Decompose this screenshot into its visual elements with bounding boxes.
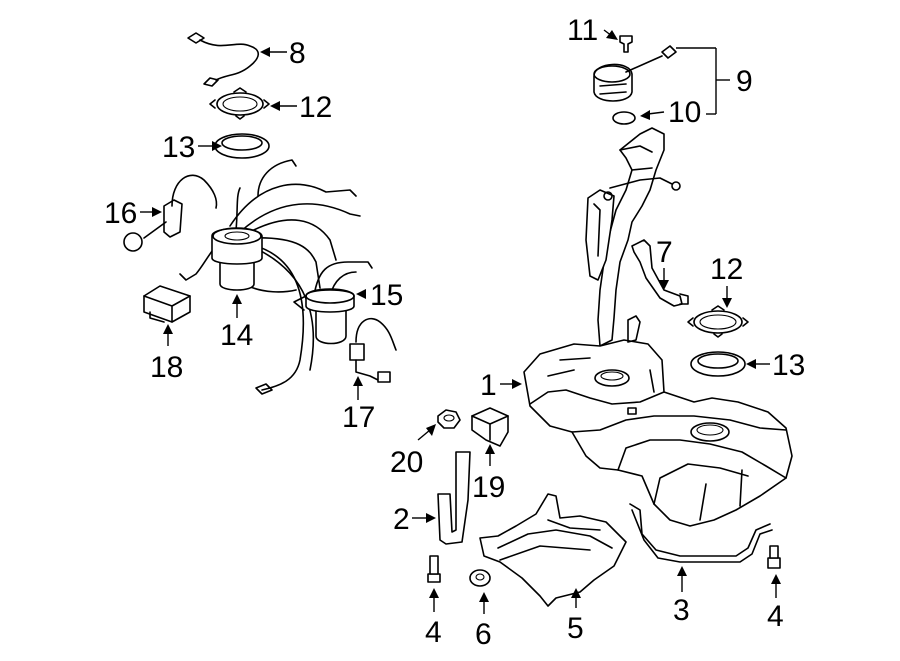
part-5-heat-shield [479, 493, 627, 607]
callout-14: 14 [220, 319, 253, 352]
part-10-o-ring [612, 111, 636, 125]
part-9-filler-cap [593, 45, 677, 102]
callout-16: 16 [104, 197, 137, 230]
callout-9: 9 [736, 65, 753, 98]
part-11-fastener [619, 35, 633, 53]
part-18-control-module [143, 285, 191, 323]
part-14-fuel-pump-module [179, 159, 361, 395]
part-3-strap [629, 503, 773, 563]
part-7-vent-hose [631, 239, 689, 307]
callout-20: 20 [390, 446, 423, 479]
part-2-strap [437, 451, 471, 545]
leader-lines [140, 29, 781, 614]
callout-3: 3 [673, 594, 690, 627]
part-16-sensor [123, 174, 218, 252]
part-20-nut [437, 409, 461, 429]
callout-12-right: 12 [710, 253, 743, 286]
part-13-seal-right [690, 351, 746, 377]
callout-18: 18 [150, 351, 183, 384]
callout-19: 19 [472, 471, 505, 504]
callout-7: 7 [656, 236, 673, 269]
callout-6: 6 [475, 618, 492, 651]
callout-13-upper: 13 [162, 131, 195, 164]
part-4-bolt-left [427, 555, 441, 583]
callout-2: 2 [393, 503, 410, 536]
part-4-bolt-right [767, 545, 781, 569]
callout-1: 1 [480, 369, 497, 402]
callout-4-right: 4 [767, 600, 784, 633]
part-13-seal-upper [214, 133, 270, 159]
part-15-transfer-pump [293, 261, 373, 345]
part-12-lock-ring-upper [209, 87, 270, 120]
callout-8: 8 [289, 37, 306, 70]
part-6-nut [469, 569, 491, 587]
part-19-bracket [471, 407, 509, 447]
callout-5: 5 [567, 612, 584, 645]
callout-4-left: 4 [425, 616, 442, 649]
callout-13-right: 13 [772, 349, 805, 382]
part-1-fuel-tank [523, 315, 793, 527]
part-12-lock-ring-right [687, 305, 749, 338]
callout-15: 15 [370, 279, 403, 312]
part-8-wiring-harness [187, 32, 260, 87]
callout-labels: 8 12 13 16 14 18 15 17 20 19 2 4 6 5 3 4… [104, 14, 805, 651]
callout-11: 11 [567, 14, 598, 47]
callout-17: 17 [342, 401, 375, 434]
callout-12-upper: 12 [299, 91, 332, 124]
part-17-level-sensor [349, 317, 397, 383]
filler-neck [585, 127, 681, 347]
callout-10: 10 [668, 96, 701, 129]
